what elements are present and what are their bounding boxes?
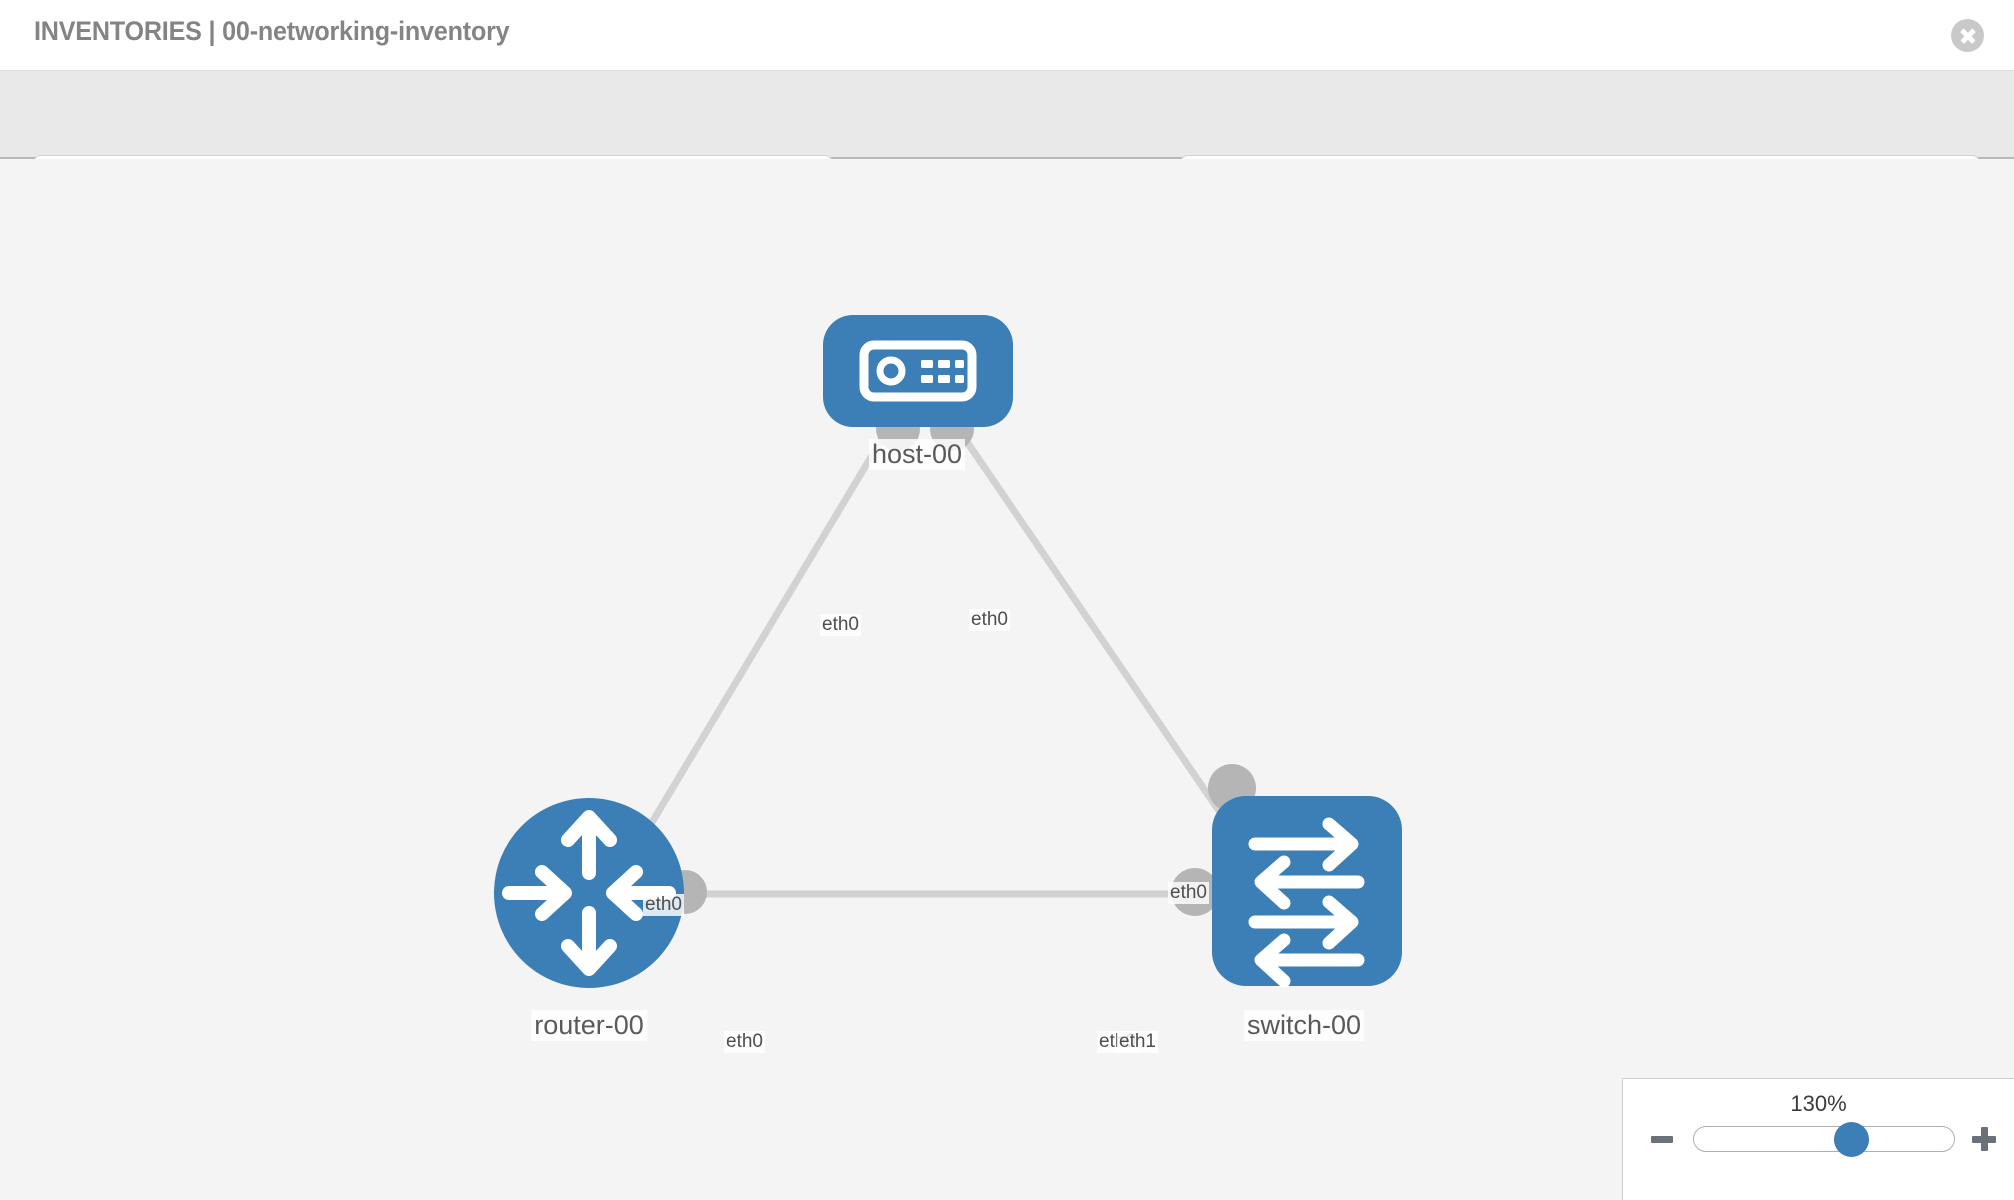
zoom-out-button[interactable] [1651,1136,1673,1143]
iface-label-switch-eth1: eth1 [1117,1031,1158,1053]
page-header: INVENTORIES | 00-networking-inventory [0,0,2014,70]
topology-canvas[interactable]: host-00 router-00 switch-00 eth0 eth0 et… [0,159,2014,1200]
toolbar: ACTIONS SEARCH [0,70,2014,214]
iface-label-switch-uplink: eth0 [1168,882,1209,904]
node-label-switch: switch-00 [1243,1010,1365,1041]
iface-label-host-right: eth0 [969,609,1010,631]
iface-label-host-left: eth0 [820,614,861,636]
zoom-slider-thumb[interactable] [1833,1122,1869,1157]
iface-label-router-uplink: eth0 [643,894,684,916]
iface-label-router-eth0: eth0 [724,1031,765,1053]
zoom-slider-track[interactable] [1693,1122,1955,1157]
node-host-00 [823,315,1013,427]
page-title: INVENTORIES | 00-networking-inventory [34,16,510,46]
zoom-level-value: 130% [1790,1091,1847,1116]
zoom-in-button[interactable] [1972,1127,1996,1151]
node-label-host: host-00 [868,439,966,470]
topology-graph [494,315,1402,988]
close-icon[interactable] [1951,19,1984,52]
node-label-router: router-00 [531,1010,647,1041]
zoom-control-panel: 130% [1622,1078,2014,1200]
link-host-router [626,415,899,861]
node-switch-00 [1212,796,1402,988]
node-router-00 [494,798,684,988]
link-host-switch [947,415,1248,851]
link-layer [626,415,1248,898]
